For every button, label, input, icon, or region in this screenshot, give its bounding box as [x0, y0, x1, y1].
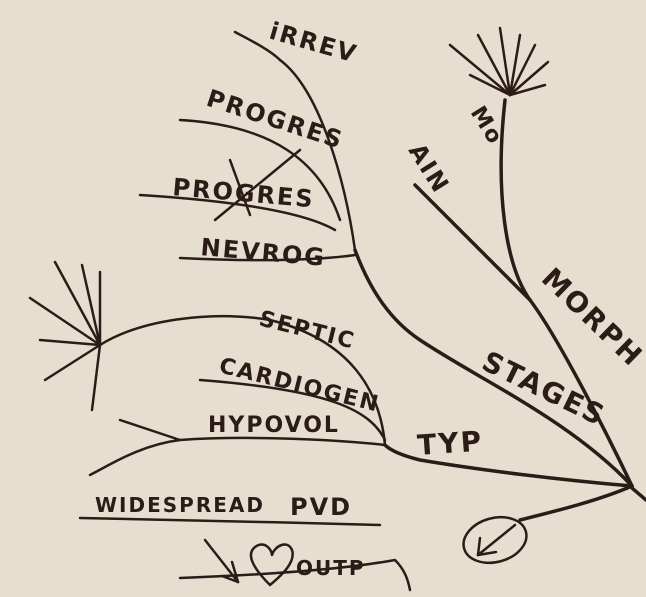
- down-arrow-icon: [203, 538, 240, 584]
- branch-lines: [353, 98, 646, 522]
- label-widespread: WIDESPREAD: [95, 493, 265, 517]
- label-pvd: PVD: [290, 493, 352, 521]
- label-stages: STAGES: [477, 345, 611, 433]
- branch-outp: [178, 558, 412, 592]
- burst-icon-left: [28, 260, 102, 412]
- branch-hypovol: [88, 436, 387, 477]
- heart-icon: [249, 543, 294, 587]
- label-progres-2: PROGRES: [171, 173, 315, 213]
- label-cardiogen: CARDIOGEN: [217, 354, 383, 418]
- branch-progres-2: [138, 193, 337, 232]
- stage-branches: [138, 30, 357, 262]
- branch-irrev: [278, 58, 357, 252]
- label-typ: TYP: [416, 424, 484, 462]
- strike-x-icon: [213, 148, 302, 222]
- branch-septic: [98, 314, 387, 447]
- hub-connector: [630, 486, 646, 502]
- branch-stages: [353, 248, 634, 488]
- label-septic: SEPTIC: [257, 307, 358, 355]
- branch-progres-1: [178, 118, 342, 222]
- typ-branches: [88, 314, 387, 477]
- branch-lower: [518, 484, 634, 522]
- branch-hypovol-tick: [118, 418, 182, 442]
- label-ain: AIN: [403, 138, 455, 198]
- branch-typ: [383, 443, 634, 488]
- branch-cardiogen: [198, 378, 387, 442]
- branch-widespread: [78, 516, 382, 527]
- branch-neurog: [178, 253, 357, 262]
- label-hypovol: HYPOVOL: [208, 413, 340, 438]
- branch-ain: [413, 183, 532, 302]
- circled-arrow-icon: [462, 515, 528, 565]
- label-morph: MORPH: [535, 261, 646, 373]
- label-outp: OUTP: [296, 556, 366, 580]
- branch-irrev-tail: [233, 30, 282, 62]
- label-neurog: NEVROG: [199, 233, 327, 272]
- burst-icon: [448, 26, 550, 97]
